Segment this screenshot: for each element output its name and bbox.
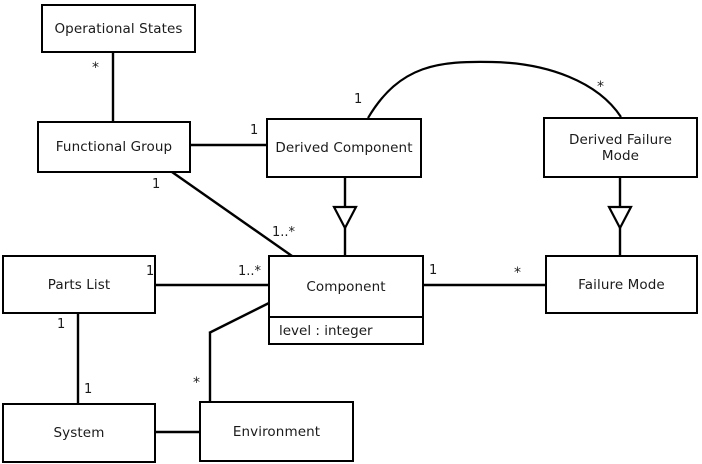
class-name-derived-component: Derived Component [275, 140, 413, 156]
multiplicity-component-failure-mode-near: 1 [429, 263, 438, 278]
class-name-component: Component [306, 278, 386, 295]
multiplicity-parts-list-system-top: 1 [57, 317, 66, 332]
class-attribute-component-level: level : integer [270, 316, 422, 343]
multiplicity-functional-group-component-near: 1 [152, 177, 161, 192]
class-system[interactable]: System [2, 403, 156, 463]
class-name-parts-list: Parts List [47, 276, 111, 293]
edge-environment-component-diagonal [208, 301, 270, 335]
edge-derived-component-derived-failure-mode [367, 60, 622, 119]
class-derived-component[interactable]: Derived Component [266, 118, 422, 178]
class-operational-states[interactable]: Operational States [41, 4, 196, 53]
multiplicity-environment-component: * [193, 375, 200, 391]
multiplicity-parts-list-component-far: 1..* [238, 264, 262, 279]
class-derived-failure-mode[interactable]: Derived Failure Mode [543, 117, 698, 178]
class-name-system: System [53, 425, 105, 441]
multiplicity-op-states-functional-group: * [92, 60, 99, 76]
multiplicity-parts-list-component-near: 1 [146, 264, 155, 279]
class-name-failure-mode: Failure Mode [578, 276, 665, 293]
multiplicity-parts-list-system-bottom: 1 [84, 382, 93, 397]
multiplicity-derived-failure-mode-arc: * [597, 79, 604, 95]
class-name-operational-states: Operational States [54, 20, 183, 37]
generalization-triangle-failure-mode [607, 205, 633, 231]
edge-functional-group-component [171, 171, 293, 257]
multiplicity-functional-group-component-far: 1..* [272, 225, 296, 240]
class-environment[interactable]: Environment [199, 401, 354, 462]
class-name-functional-group: Functional Group [55, 139, 173, 155]
multiplicity-functional-group-derived-component: 1 [250, 123, 259, 138]
class-functional-group[interactable]: Functional Group [37, 121, 191, 173]
class-name-environment: Environment [232, 423, 321, 440]
multiplicity-component-failure-mode-far: * [514, 265, 521, 281]
class-failure-mode[interactable]: Failure Mode [545, 255, 698, 314]
class-parts-list[interactable]: Parts List [2, 255, 156, 314]
class-component[interactable]: Component level : integer [268, 255, 424, 345]
generalization-triangle-component [332, 205, 358, 231]
multiplicity-derived-component-arc: 1 [354, 92, 363, 107]
class-name-derived-failure-mode: Derived Failure Mode [568, 131, 673, 164]
